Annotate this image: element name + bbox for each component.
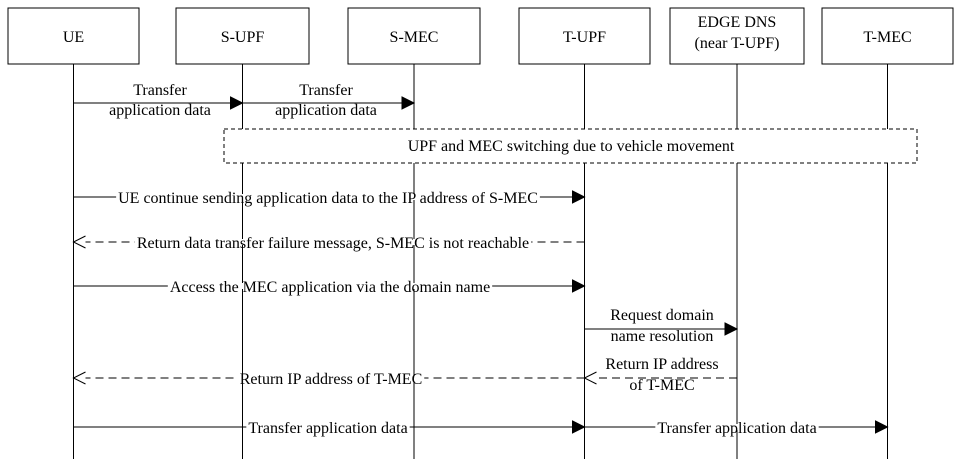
participant-label: T-UPF xyxy=(563,29,606,46)
participant-label: S-UPF xyxy=(221,29,265,46)
note-upf-mec-switching: UPF and MEC switching due to vehicle mov… xyxy=(223,128,918,164)
participant-s-mec: S-MEC xyxy=(347,7,481,65)
participant-s-upf: S-UPF xyxy=(175,7,310,65)
message-m10: Transfer application data xyxy=(584,420,889,437)
message-label: UE continue sending application data to … xyxy=(118,190,538,207)
participant-box xyxy=(669,7,805,65)
participant-box xyxy=(518,7,651,65)
participant-label: EDGE DNS xyxy=(698,14,777,31)
arrowhead-filled xyxy=(572,279,586,293)
message-label: Return IP address of T-MEC xyxy=(240,371,423,388)
participant-box xyxy=(821,7,954,65)
label-mask xyxy=(246,424,410,430)
participant-box xyxy=(347,7,481,65)
message-label: application data xyxy=(275,102,377,119)
message-label: Transfer xyxy=(133,82,187,99)
arrowhead-filled xyxy=(572,190,586,204)
participant-label: (near T-UPF) xyxy=(695,35,780,52)
arrowhead-open xyxy=(583,371,597,385)
message-label: Return data transfer failure message, S-… xyxy=(137,235,529,252)
message-label: of T-MEC xyxy=(629,377,694,394)
note-box xyxy=(223,128,918,164)
message-m7: Return IP address of T-MEC xyxy=(583,356,737,394)
label-mask xyxy=(655,424,819,430)
arrowhead-open xyxy=(72,371,86,385)
message-label: Access the MEC application via the domai… xyxy=(170,279,490,296)
participant-label: T-MEC xyxy=(863,29,911,46)
arrowhead-filled xyxy=(875,420,889,434)
arrowhead-filled xyxy=(724,322,739,336)
label-mask xyxy=(237,375,425,381)
message-label: name resolution xyxy=(611,328,714,345)
arrowhead-filled xyxy=(401,96,416,110)
participant-box xyxy=(175,7,310,65)
participant-t-upf: T-UPF xyxy=(518,7,651,65)
message-m4: Return data transfer failure message, S-… xyxy=(72,235,585,252)
message-label: Request domain xyxy=(610,307,714,324)
participant-label: UE xyxy=(63,29,84,46)
message-label: Transfer xyxy=(299,82,353,99)
message-label: Transfer application data xyxy=(248,420,407,437)
label-mask xyxy=(116,194,540,200)
message-m3: UE continue sending application data to … xyxy=(73,190,586,207)
participant-label: S-MEC xyxy=(390,29,439,46)
label-mask xyxy=(134,239,532,245)
participant-t-mec: T-MEC xyxy=(821,7,954,65)
message-m5: Access the MEC application via the domai… xyxy=(73,279,586,296)
arrowhead-filled xyxy=(572,420,586,434)
message-m6: Request domain name resolution xyxy=(584,307,739,345)
participant-ue: UE xyxy=(7,7,140,65)
message-m8: Return IP address of T-MEC xyxy=(72,371,585,388)
message-m1: Transfer application data xyxy=(73,82,244,119)
participant-edge-dns: EDGE DNS (near T-UPF) xyxy=(669,7,805,65)
message-label: Return IP address xyxy=(605,356,718,373)
participant-box xyxy=(7,7,140,65)
note-text: UPF and MEC switching due to vehicle mov… xyxy=(408,138,735,155)
arrowhead-filled xyxy=(230,96,244,110)
arrowhead-open xyxy=(72,235,86,249)
message-m2: Transfer application data xyxy=(242,82,416,119)
message-label: Transfer application data xyxy=(657,420,816,437)
message-m9: Transfer application data xyxy=(73,420,586,437)
label-mask xyxy=(167,283,493,289)
message-label: application data xyxy=(109,102,211,119)
